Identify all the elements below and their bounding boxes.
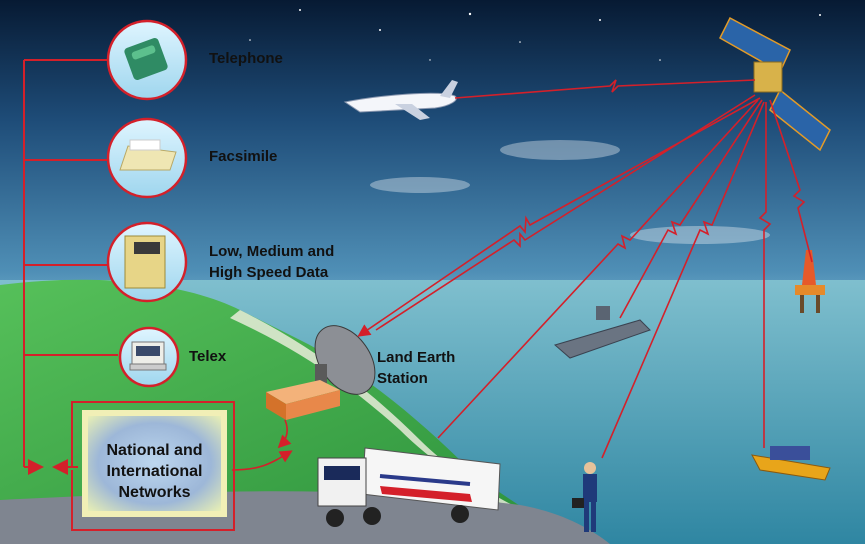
radio-links	[231, 79, 813, 471]
land-earth-station-label-line1: Land Earth	[377, 349, 456, 366]
businessman-icon	[572, 462, 597, 532]
telephone-icon	[106, 19, 188, 101]
networks-box	[82, 410, 227, 517]
aircraft-carrier-icon	[553, 306, 651, 359]
networks-label-line3: Networks	[118, 484, 191, 501]
clouds	[370, 140, 770, 244]
data-label-line1: Low, Medium and	[209, 243, 335, 260]
stars	[249, 9, 821, 61]
airplane-icon	[343, 80, 458, 120]
fax-machine-icon	[106, 117, 188, 199]
telex-terminal-icon	[118, 326, 180, 388]
data-terminal-icon	[106, 221, 188, 303]
network-bus	[23, 59, 235, 531]
facsimile-label: Facsimile	[209, 148, 278, 165]
telephone-label: Telephone	[209, 50, 283, 67]
land-earth-station-label-line2: Station	[377, 370, 428, 387]
networks-label-line1: National and	[106, 442, 203, 459]
networks-label: National and International Networks	[82, 440, 227, 503]
earth-station-building	[266, 380, 340, 420]
truck-icon	[317, 447, 501, 527]
data-label-line2: High Speed Data	[209, 264, 329, 281]
satellite-icon	[719, 16, 831, 152]
networks-label-line2: International	[106, 463, 203, 480]
hovercraft-icon	[751, 446, 831, 481]
oil-rig-icon	[795, 250, 825, 313]
telex-label: Telex	[189, 348, 227, 365]
